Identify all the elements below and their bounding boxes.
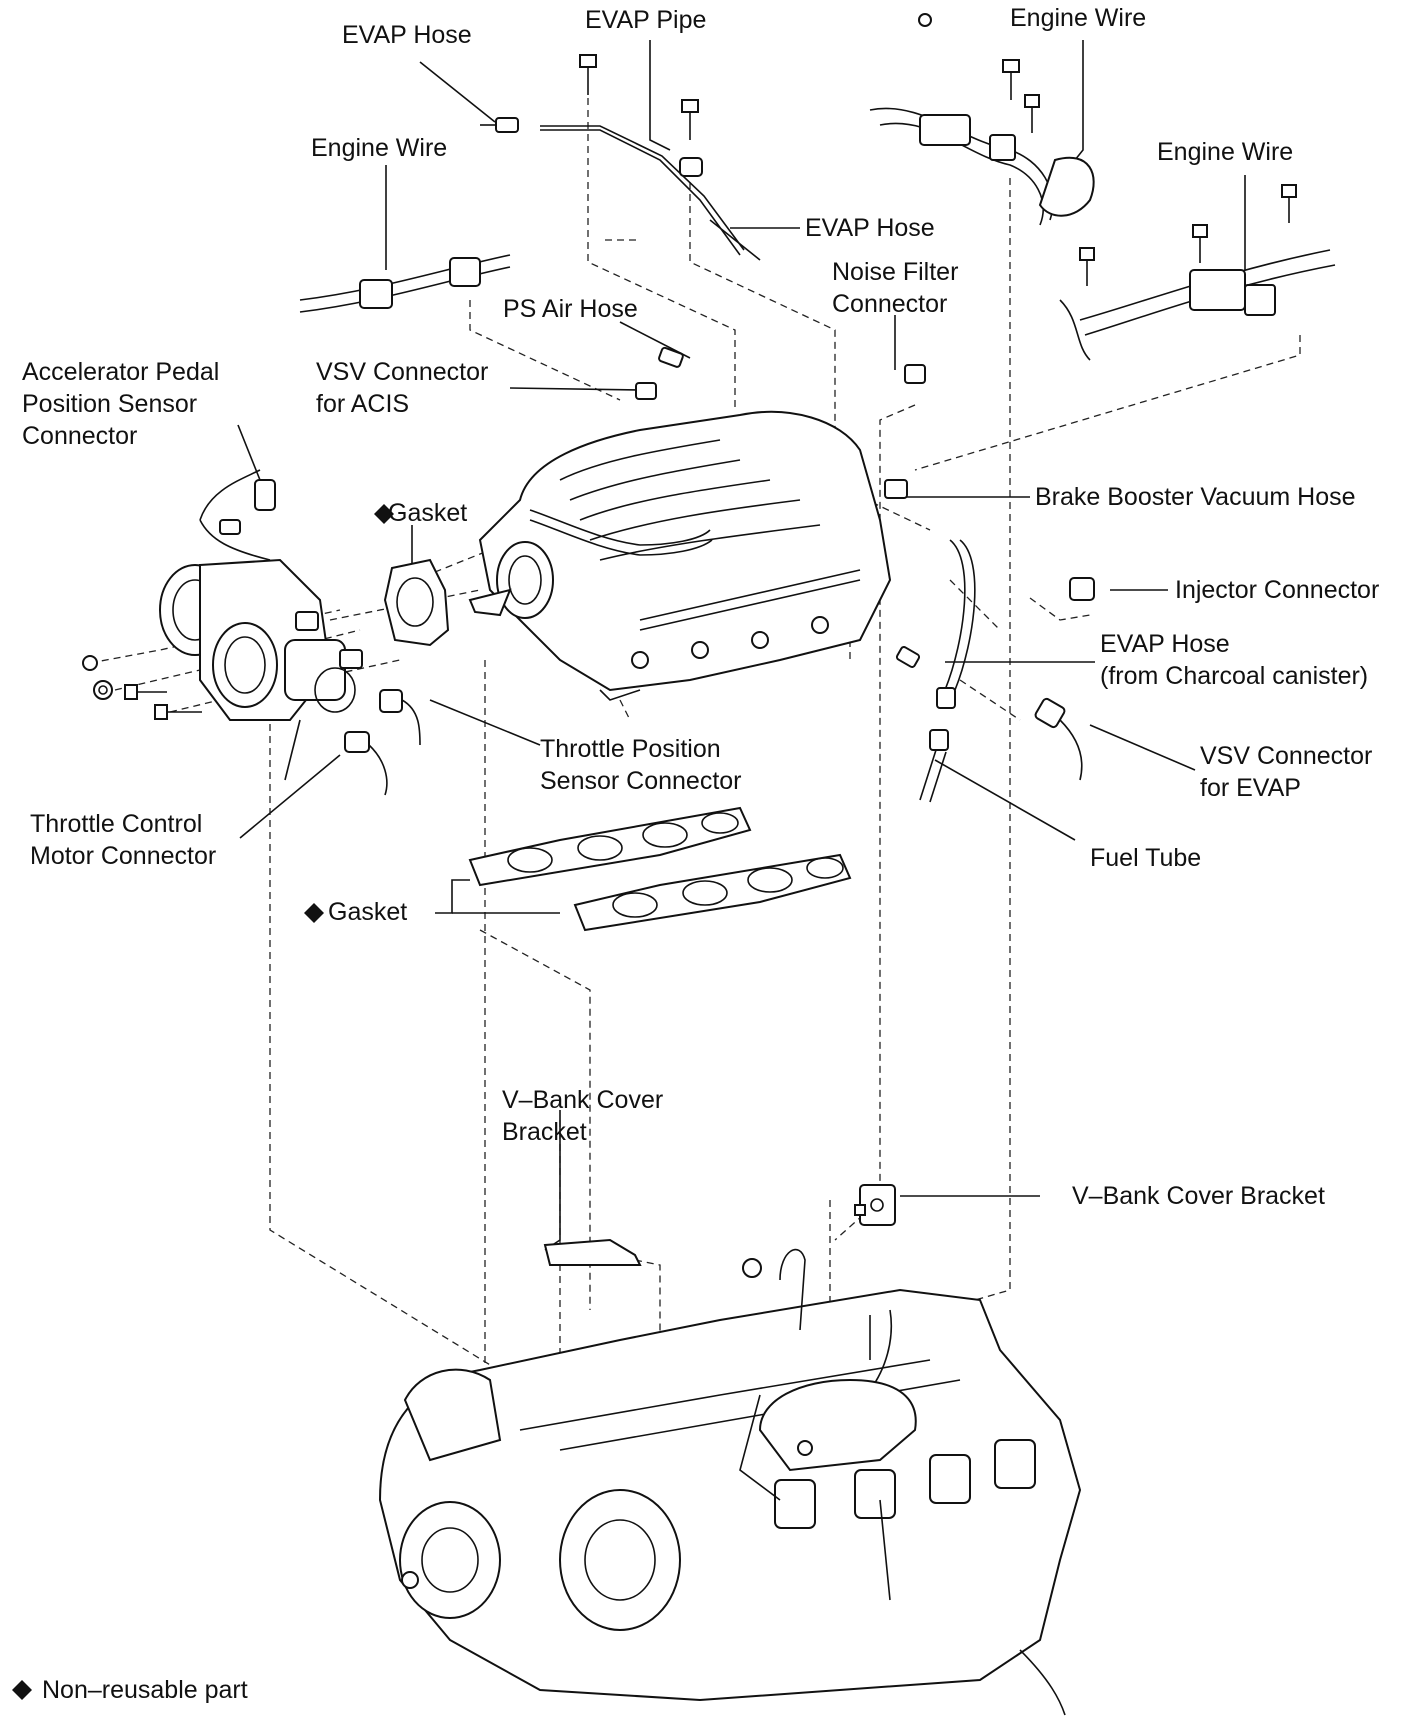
label-engine-wire-left: Engine Wire <box>311 134 448 162</box>
label-evap-hose-mid: EVAP Hose <box>805 214 935 242</box>
label-gasket-manifold: Gasket <box>328 898 408 926</box>
label-engine-wire-top: Engine Wire <box>1010 4 1147 32</box>
bolt-icon <box>579 13 1297 286</box>
engine-block <box>378 1248 1082 1716</box>
vbank-brackets <box>543 1184 896 1278</box>
label-injector-connector: Injector Connector <box>1175 576 1380 604</box>
leader-lines <box>237 40 1246 1251</box>
non-reusable-diamond-icon <box>12 504 394 1700</box>
label-brake-booster-vacuum-hose: Brake Booster Vacuum Hose <box>1035 483 1356 511</box>
label-evap-hose-top: EVAP Hose <box>342 21 472 49</box>
label-fuel-tube: Fuel Tube <box>1090 844 1202 872</box>
upper-parts <box>299 13 1336 803</box>
label-gasket-throttle: Gasket <box>388 499 468 527</box>
manifold-gaskets <box>468 806 852 932</box>
label-ps-air-hose: PS Air Hose <box>503 295 638 323</box>
legend-non-reusable: Non–reusable part <box>42 1676 248 1704</box>
label-evap-hose-canister: EVAP Hose(from Charcoal canister) <box>1100 630 1369 690</box>
intake-manifold <box>468 411 892 701</box>
label-evap-pipe: EVAP Pipe <box>585 6 707 34</box>
throttle-body <box>82 469 450 796</box>
label-vbank-cover-bracket-right: V–Bank Cover Bracket <box>1072 1182 1325 1210</box>
label-engine-wire-right: Engine Wire <box>1157 138 1294 166</box>
